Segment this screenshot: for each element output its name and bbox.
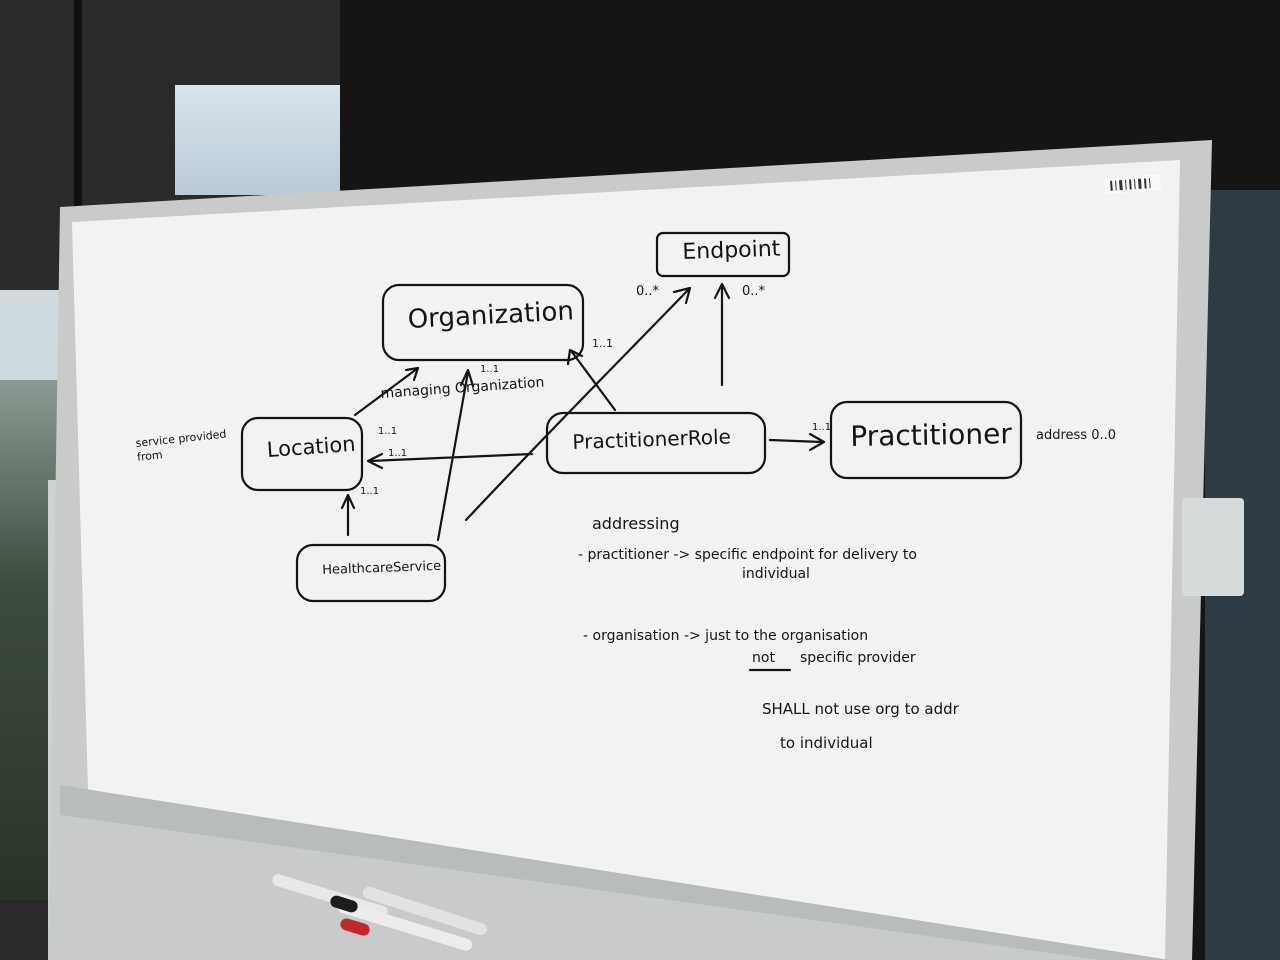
barcode-sticker — [1104, 174, 1161, 194]
marker-tray — [60, 785, 1170, 960]
arrowhead — [340, 493, 356, 510]
location-box — [240, 416, 364, 492]
arrowhead — [459, 368, 475, 388]
endpoint-right-cardinality: 0..* — [742, 284, 766, 299]
notes-practitioner-line: - practitioner -> specific endpoint for … — [578, 547, 917, 563]
practitioner-box — [829, 400, 1023, 480]
arrow-practitionerrole-practitioner — [768, 438, 824, 444]
notes-organisation-rest: specific provider — [800, 650, 916, 666]
arrowhead — [672, 286, 692, 305]
arrowhead — [566, 348, 584, 366]
arrow-location-organization — [353, 366, 420, 417]
organization-right-cardinality: 1..1 — [592, 337, 613, 350]
barcode-icon — [1110, 178, 1151, 191]
arrow-practitionerrole-organization — [570, 350, 617, 412]
notes-organisation-not: not — [752, 650, 775, 666]
address-cardinality-label: address 0..0 — [1036, 428, 1117, 443]
notes-practitioner-line2: individual — [742, 566, 810, 582]
whiteboard-eraser[interactable] — [1182, 498, 1244, 596]
endpoint-box — [655, 231, 791, 278]
location-bottom-cardinality: 1..1 — [360, 486, 380, 497]
board-surface — [72, 160, 1180, 960]
practitioner-label: Practitioner — [850, 417, 1013, 453]
arrow-practitionerrole-location — [368, 452, 534, 463]
arrowhead — [366, 452, 384, 470]
notes-shall-line1: SHALL not use org to addr — [762, 700, 959, 718]
endpoint-left-cardinality: 0..* — [636, 284, 660, 299]
arrowhead — [404, 366, 420, 382]
healthcare-service-box — [295, 543, 447, 603]
location-right-cardinality: 1..1 — [388, 448, 408, 459]
notes-organisation-line: - organisation -> just to the organisati… — [583, 628, 869, 644]
practitioner-role-box — [545, 411, 767, 475]
organization-bottom-cardinality: 1..1 — [480, 364, 500, 375]
notes-heading: addressing — [592, 514, 680, 533]
notes-shall-line2: to individual — [780, 734, 873, 752]
arrowhead — [808, 432, 826, 452]
organization-box — [381, 283, 585, 362]
sky-view — [175, 85, 340, 195]
practitioner-cardinality: 1..1 — [812, 422, 832, 433]
arrow-healthcareservice-organization — [436, 370, 470, 542]
endpoint-label: Endpoint — [682, 236, 781, 265]
location-upper-cardinality: 1..1 — [378, 426, 398, 437]
arrow-healthcareservice-endpoint — [464, 288, 690, 522]
arrowhead — [713, 282, 731, 300]
